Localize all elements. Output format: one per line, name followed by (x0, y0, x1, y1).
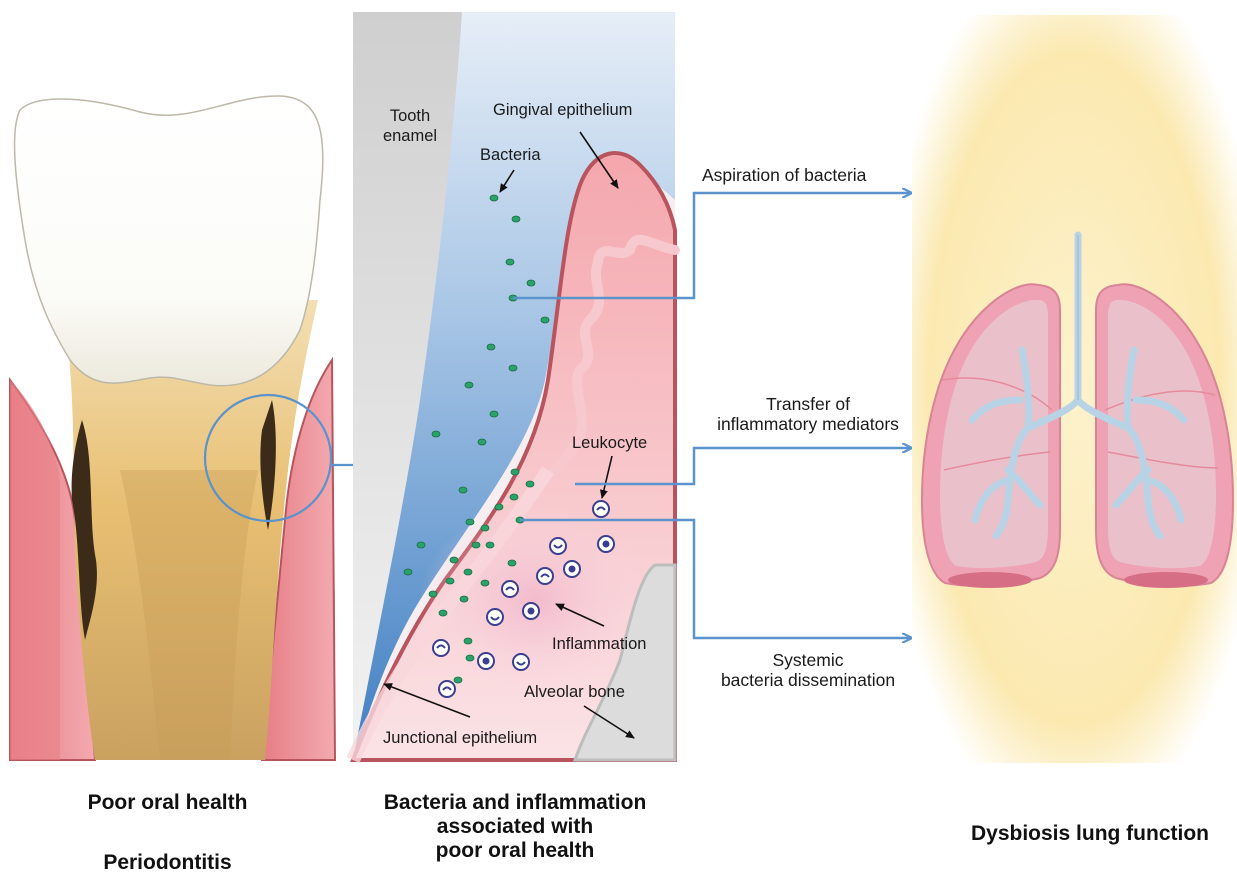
bacterium (472, 542, 480, 548)
bacterium (527, 280, 535, 286)
leukocyte (564, 561, 580, 577)
caption-dysbiosis-lung: Dysbiosis lung function (943, 822, 1237, 846)
leukocyte (550, 538, 566, 554)
label-inflammation: Inflammation (552, 634, 646, 654)
bacterium (450, 557, 458, 563)
label-aspiration: Aspiration of bacteria (702, 165, 866, 185)
label-bacteria: Bacteria (480, 145, 541, 165)
lung-illustration (912, 15, 1237, 763)
label-alveolar-bone: Alveolar bone (524, 682, 625, 702)
bacterium (481, 525, 489, 531)
bacterium (490, 411, 498, 417)
bacterium (460, 596, 468, 602)
label-systemic-line1: Systemic (700, 650, 916, 670)
bacterium (446, 578, 454, 584)
bacterium (478, 439, 486, 445)
caption-periodontitis: Periodontitis (40, 851, 295, 875)
bacterium (508, 560, 516, 566)
bacterium (495, 504, 503, 510)
bacterium (466, 519, 474, 525)
leukocyte (439, 681, 455, 697)
bacterium (487, 344, 495, 350)
leukocyte (487, 609, 503, 625)
label-junctional-epithelium: Junctional epithelium (383, 728, 537, 748)
leukocyte (513, 654, 529, 670)
label-transfer-line1: Transfer of (700, 394, 916, 414)
label-systemic-line2: bacteria dissemination (700, 670, 916, 690)
bacterium (541, 317, 549, 323)
label-transfer: Transfer of inflammatory mediators (700, 394, 916, 434)
bacterium (417, 542, 425, 548)
bacterium (465, 382, 473, 388)
leukocyte (593, 501, 609, 517)
leukocyte (523, 603, 539, 619)
bacterium (439, 610, 447, 616)
caption-bacteria-inflammation-line2: associated with (340, 815, 690, 839)
bacterium (512, 216, 520, 222)
tooth-illustration (10, 96, 335, 760)
bacterium (486, 542, 494, 548)
label-gingival-epithelium: Gingival epithelium (493, 100, 632, 120)
bacterium (459, 487, 467, 493)
bacterium (509, 365, 517, 371)
label-tooth-enamel-line2: enamel (372, 126, 448, 146)
label-tooth-enamel-line1: Tooth (372, 106, 448, 126)
leukocyte (537, 568, 553, 584)
bacterium (429, 591, 437, 597)
leukocyte (433, 640, 449, 656)
bacterium (454, 677, 462, 683)
caption-poor-oral-health: Poor oral health (40, 791, 295, 815)
label-leukocyte: Leukocyte (572, 433, 647, 453)
label-systemic: Systemic bacteria dissemination (700, 650, 916, 690)
bacterium (490, 195, 498, 201)
bacterium (404, 569, 412, 575)
bacterium (466, 655, 474, 661)
bacterium (464, 569, 472, 575)
bacterium (464, 638, 472, 644)
caption-bacteria-inflammation-line1: Bacteria and inflammation (340, 791, 690, 815)
bacterium (481, 580, 489, 586)
leukocyte (502, 581, 518, 597)
bacterium (432, 431, 440, 437)
bacterium (510, 494, 518, 500)
label-transfer-line2: inflammatory mediators (700, 414, 916, 434)
label-tooth-enamel: Tooth enamel (372, 106, 448, 146)
bacterium (511, 469, 519, 475)
bacterium (506, 259, 514, 265)
leukocyte (478, 653, 494, 669)
caption-bacteria-inflammation: Bacteria and inflammation associated wit… (340, 791, 690, 863)
caption-bacteria-inflammation-line3: poor oral health (340, 839, 690, 863)
leukocyte (598, 536, 614, 552)
bacterium (526, 481, 534, 487)
